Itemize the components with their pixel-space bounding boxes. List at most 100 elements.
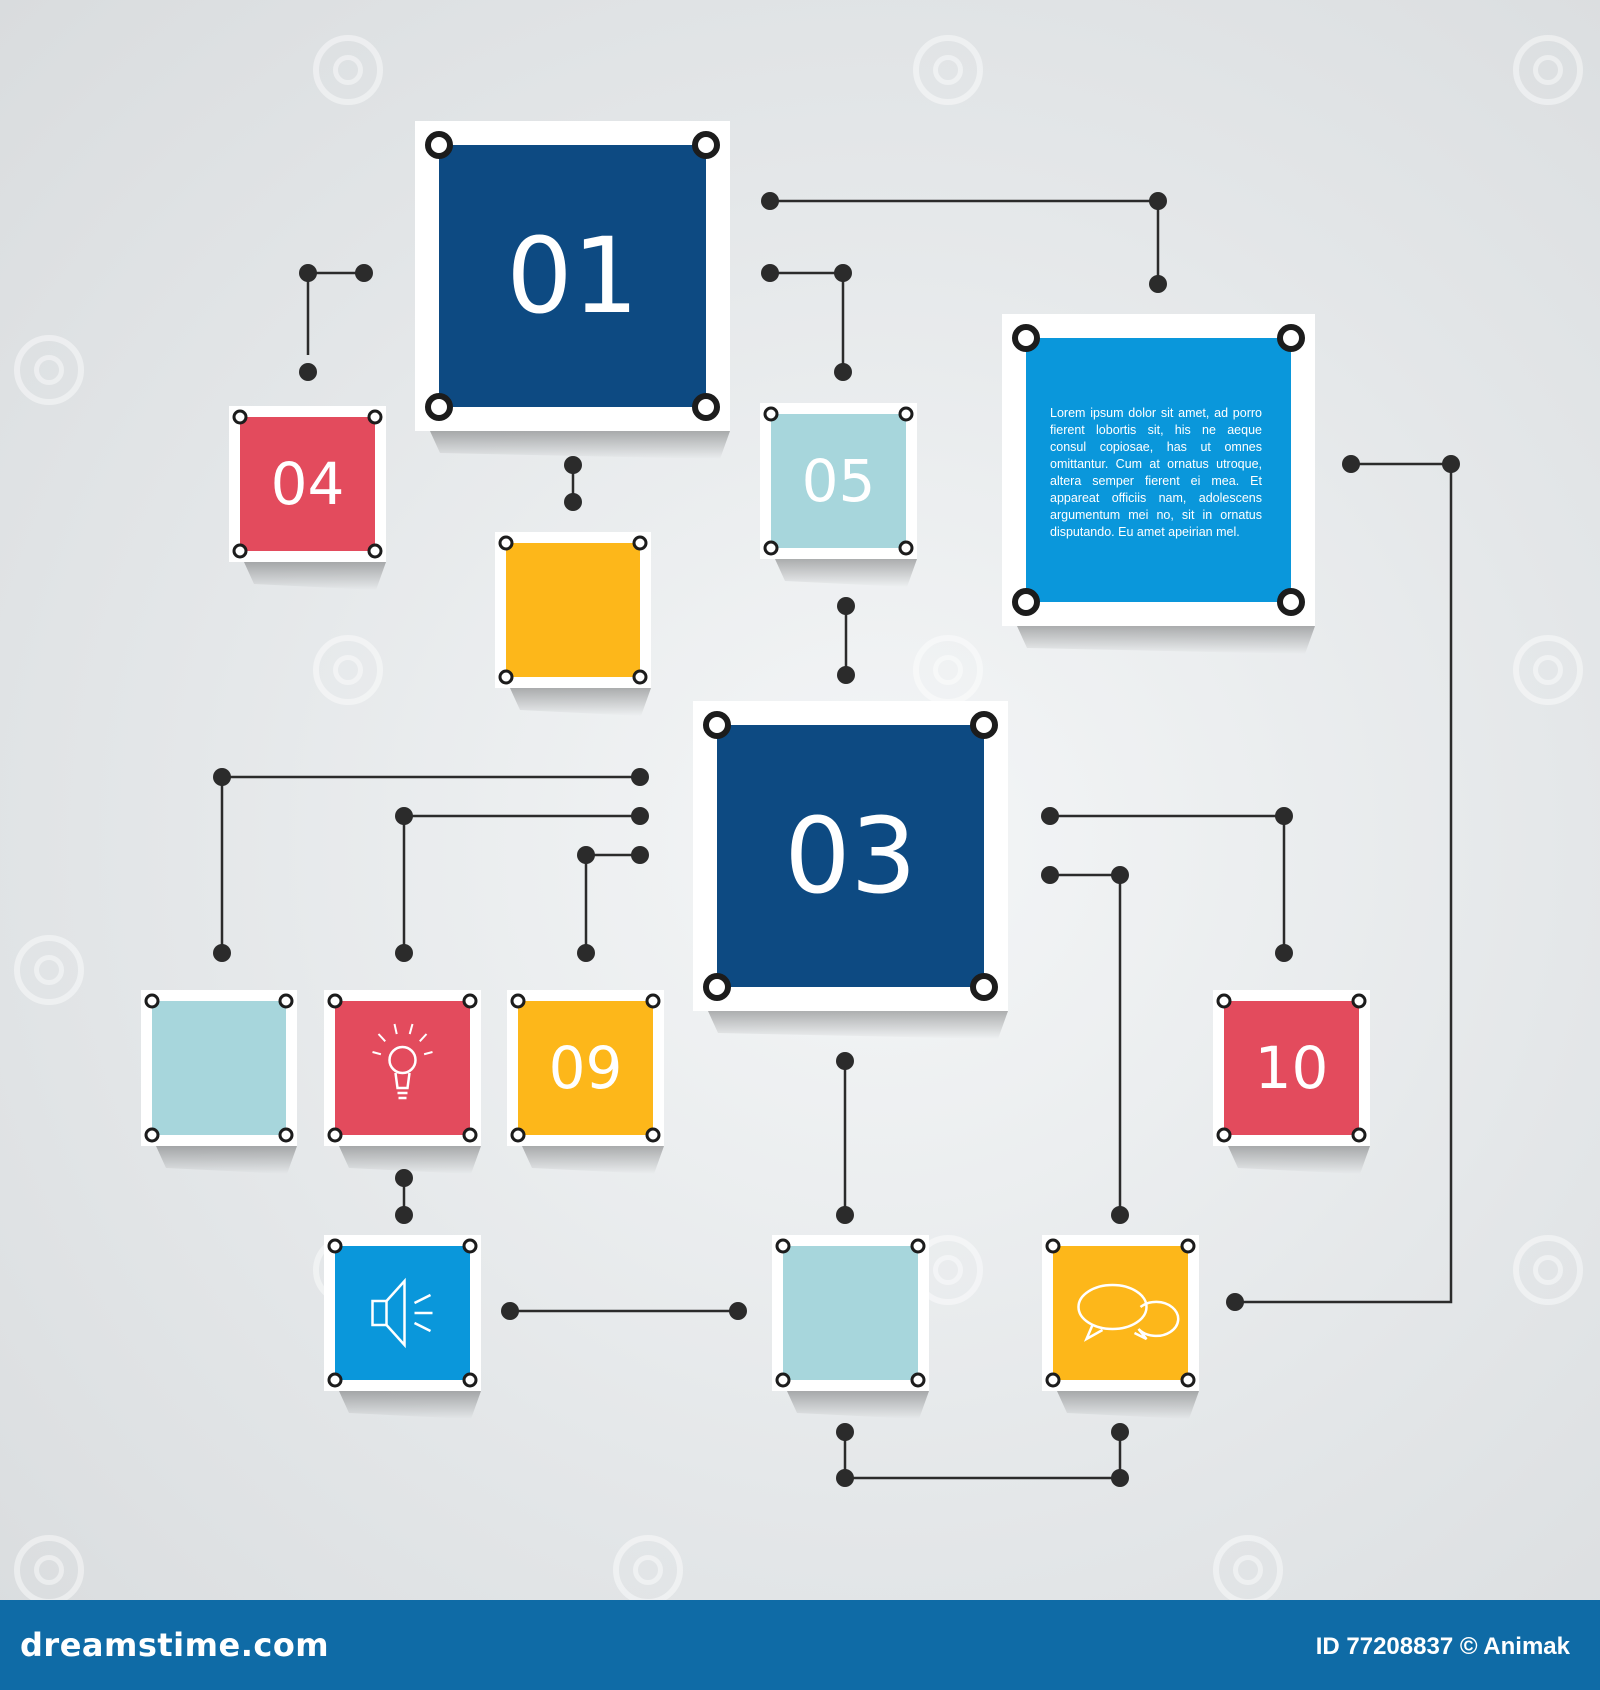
connector-dot: [631, 768, 649, 786]
connector-dot: [631, 846, 649, 864]
box-fill: [335, 1001, 470, 1135]
box-fill: [506, 543, 640, 677]
box-shadow: [775, 559, 917, 587]
corner-ring: [367, 543, 383, 559]
corner-ring: [645, 1127, 661, 1143]
corner-ring: [645, 993, 661, 1009]
box-shadow: [510, 688, 651, 716]
connector-dot: [577, 846, 595, 864]
box-chat: [1042, 1235, 1199, 1419]
connector-dot: [501, 1302, 519, 1320]
connector-dot: [1342, 455, 1360, 473]
connector-dot: [761, 192, 779, 210]
corner-ring: [367, 409, 383, 425]
box-05: 05: [760, 403, 917, 587]
corner-ring: [763, 540, 779, 556]
corner-ring: [327, 993, 343, 1009]
connector-dot: [564, 493, 582, 511]
box-number-label: 05: [802, 447, 876, 515]
connector-dot: [1149, 275, 1167, 293]
connector-line: [1235, 462, 1453, 1304]
connector-line: [220, 775, 640, 953]
connector-dot: [564, 456, 582, 474]
corner-ring: [278, 993, 294, 1009]
corner-ring: [1012, 588, 1040, 616]
box-number-label: 03: [784, 795, 916, 917]
watermark-swirl-icon: [1513, 35, 1583, 105]
corner-ring: [510, 1127, 526, 1143]
connector-line: [1050, 873, 1122, 1215]
connector-dot: [1111, 1206, 1129, 1224]
box-fill: [1053, 1246, 1188, 1380]
connector-line: [306, 271, 364, 355]
box-shadow: [339, 1391, 481, 1419]
connector-line: [843, 1432, 1122, 1480]
box-fill: [152, 1001, 286, 1135]
box-shadow: [708, 1011, 1008, 1039]
corner-ring: [425, 131, 453, 159]
watermark-swirl-icon: [913, 35, 983, 105]
box-shadow: [522, 1146, 664, 1174]
connector-line: [1050, 814, 1286, 953]
box-shadow: [1228, 1146, 1370, 1174]
lightbulb-icon: [372, 1023, 433, 1100]
connector-dot: [837, 666, 855, 684]
connector-dot: [631, 807, 649, 825]
corner-ring: [632, 669, 648, 685]
footer-bar: dreamstime.com ID 77208837 © Animak: [0, 1600, 1600, 1690]
box-fill: [439, 145, 706, 407]
connector-dot: [1111, 1469, 1129, 1487]
corner-ring: [1180, 1372, 1196, 1388]
connector-dot: [1442, 455, 1460, 473]
connector-dot: [836, 1423, 854, 1441]
corner-ring: [1045, 1238, 1061, 1254]
box-number-label: 01: [506, 215, 638, 337]
box-03: 03: [693, 701, 1008, 1039]
corner-ring: [1045, 1372, 1061, 1388]
watermark-swirl-icon: [1513, 635, 1583, 705]
corner-ring: [763, 406, 779, 422]
corner-ring: [462, 993, 478, 1009]
speaker-icon: [371, 1277, 433, 1349]
corner-ring: [632, 535, 648, 551]
connector-line: [770, 271, 845, 372]
connector-dot: [395, 944, 413, 962]
watermark-swirl-icon: [313, 635, 383, 705]
box-09: 09: [507, 990, 664, 1174]
box-idea: [324, 990, 481, 1174]
corner-ring: [692, 131, 720, 159]
corner-ring: [232, 409, 248, 425]
box-fill: [1224, 1001, 1359, 1135]
connector-dot: [1275, 944, 1293, 962]
corner-ring: [327, 1238, 343, 1254]
box-fill: [783, 1246, 918, 1380]
connector-line: [584, 853, 640, 953]
corner-ring: [144, 1127, 160, 1143]
corner-ring: [498, 535, 514, 551]
corner-ring: [1277, 324, 1305, 352]
watermark-swirl-icon: [1513, 1235, 1583, 1305]
connector-dot: [395, 807, 413, 825]
connector-dot: [836, 1469, 854, 1487]
connector-dot: [834, 363, 852, 381]
box-02: [495, 532, 651, 716]
connector-dot: [577, 944, 595, 962]
box-fill: [1026, 338, 1291, 602]
footer-brand[interactable]: dreamstime.com: [20, 1626, 330, 1664]
corner-ring: [462, 1238, 478, 1254]
connector-dot: [729, 1302, 747, 1320]
corner-ring: [692, 393, 720, 421]
corner-ring: [775, 1238, 791, 1254]
corner-ring: [970, 973, 998, 1001]
corner-ring: [510, 993, 526, 1009]
corner-ring: [1277, 588, 1305, 616]
connector-dot: [1275, 807, 1293, 825]
box-fill: [240, 417, 375, 551]
box-fill: [717, 725, 984, 987]
corner-ring: [144, 993, 160, 1009]
box-number-label: 10: [1255, 1034, 1329, 1102]
connector-dot: [299, 264, 317, 282]
box-fill: [335, 1246, 470, 1380]
connector-dot: [395, 1169, 413, 1187]
box-04: 04: [229, 406, 386, 590]
